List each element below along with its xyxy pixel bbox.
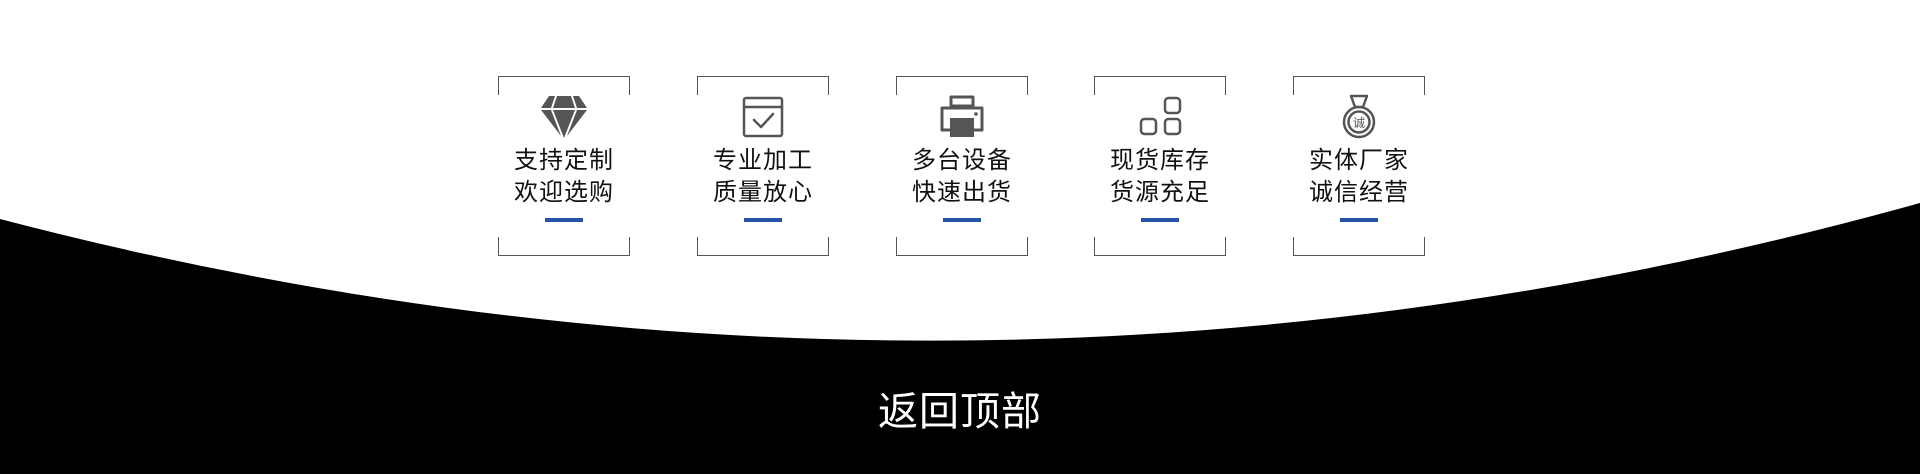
frame-bottom-bracket xyxy=(1094,237,1226,256)
feature-manufacturer: 诚 实体厂家 诚信经营 xyxy=(1293,76,1425,256)
feature-equipment: 多台设备 快速出货 xyxy=(896,76,1028,256)
frame-bottom-bracket xyxy=(697,237,829,256)
feature-subtitle: 快速出货 xyxy=(912,178,1012,206)
accent-bar xyxy=(1340,218,1378,222)
feature-stock: 现货库存 货源充足 xyxy=(1094,76,1226,256)
frame-bottom-bracket xyxy=(1293,237,1425,256)
feature-processing: 专业加工 质量放心 xyxy=(697,76,829,256)
feature-text: 支持定制 欢迎选购 xyxy=(498,144,630,208)
feature-subtitle: 质量放心 xyxy=(713,178,813,206)
diamond-icon xyxy=(541,96,587,138)
feature-text: 多台设备 快速出货 xyxy=(896,144,1028,208)
feature-title: 多台设备 xyxy=(912,146,1012,174)
frame-top-bracket xyxy=(498,76,630,95)
frame-bottom-bracket xyxy=(896,237,1028,256)
feature-subtitle: 诚信经营 xyxy=(1309,178,1409,206)
feature-title: 现货库存 xyxy=(1110,146,1210,174)
frame-top-bracket xyxy=(697,76,829,95)
feature-title: 实体厂家 xyxy=(1309,146,1409,174)
feature-subtitle: 欢迎选购 xyxy=(514,178,614,206)
frame-top-bracket xyxy=(1094,76,1226,95)
accent-bar xyxy=(1141,218,1179,222)
back-to-top-button[interactable]: 返回顶部 xyxy=(878,389,1042,435)
feature-subtitle: 货源充足 xyxy=(1110,178,1210,206)
box-check-icon xyxy=(742,96,784,138)
frame-top-bracket xyxy=(896,76,1028,95)
feature-text: 实体厂家 诚信经营 xyxy=(1293,144,1425,208)
medal-icon: 诚 xyxy=(1342,94,1376,139)
medal-badge-char: 诚 xyxy=(1353,116,1365,130)
frame-bottom-bracket xyxy=(498,237,630,256)
accent-bar xyxy=(545,218,583,222)
printer-icon xyxy=(940,95,984,137)
feature-custom: 支持定制 欢迎选购 xyxy=(498,76,630,256)
feature-title: 专业加工 xyxy=(713,146,813,174)
feature-text: 现货库存 货源充足 xyxy=(1094,144,1226,208)
accent-bar xyxy=(943,218,981,222)
feature-text: 专业加工 质量放心 xyxy=(697,144,829,208)
frame-top-bracket xyxy=(1293,76,1425,95)
accent-bar xyxy=(744,218,782,222)
feature-title: 支持定制 xyxy=(514,146,614,174)
squares-icon xyxy=(1139,96,1182,136)
